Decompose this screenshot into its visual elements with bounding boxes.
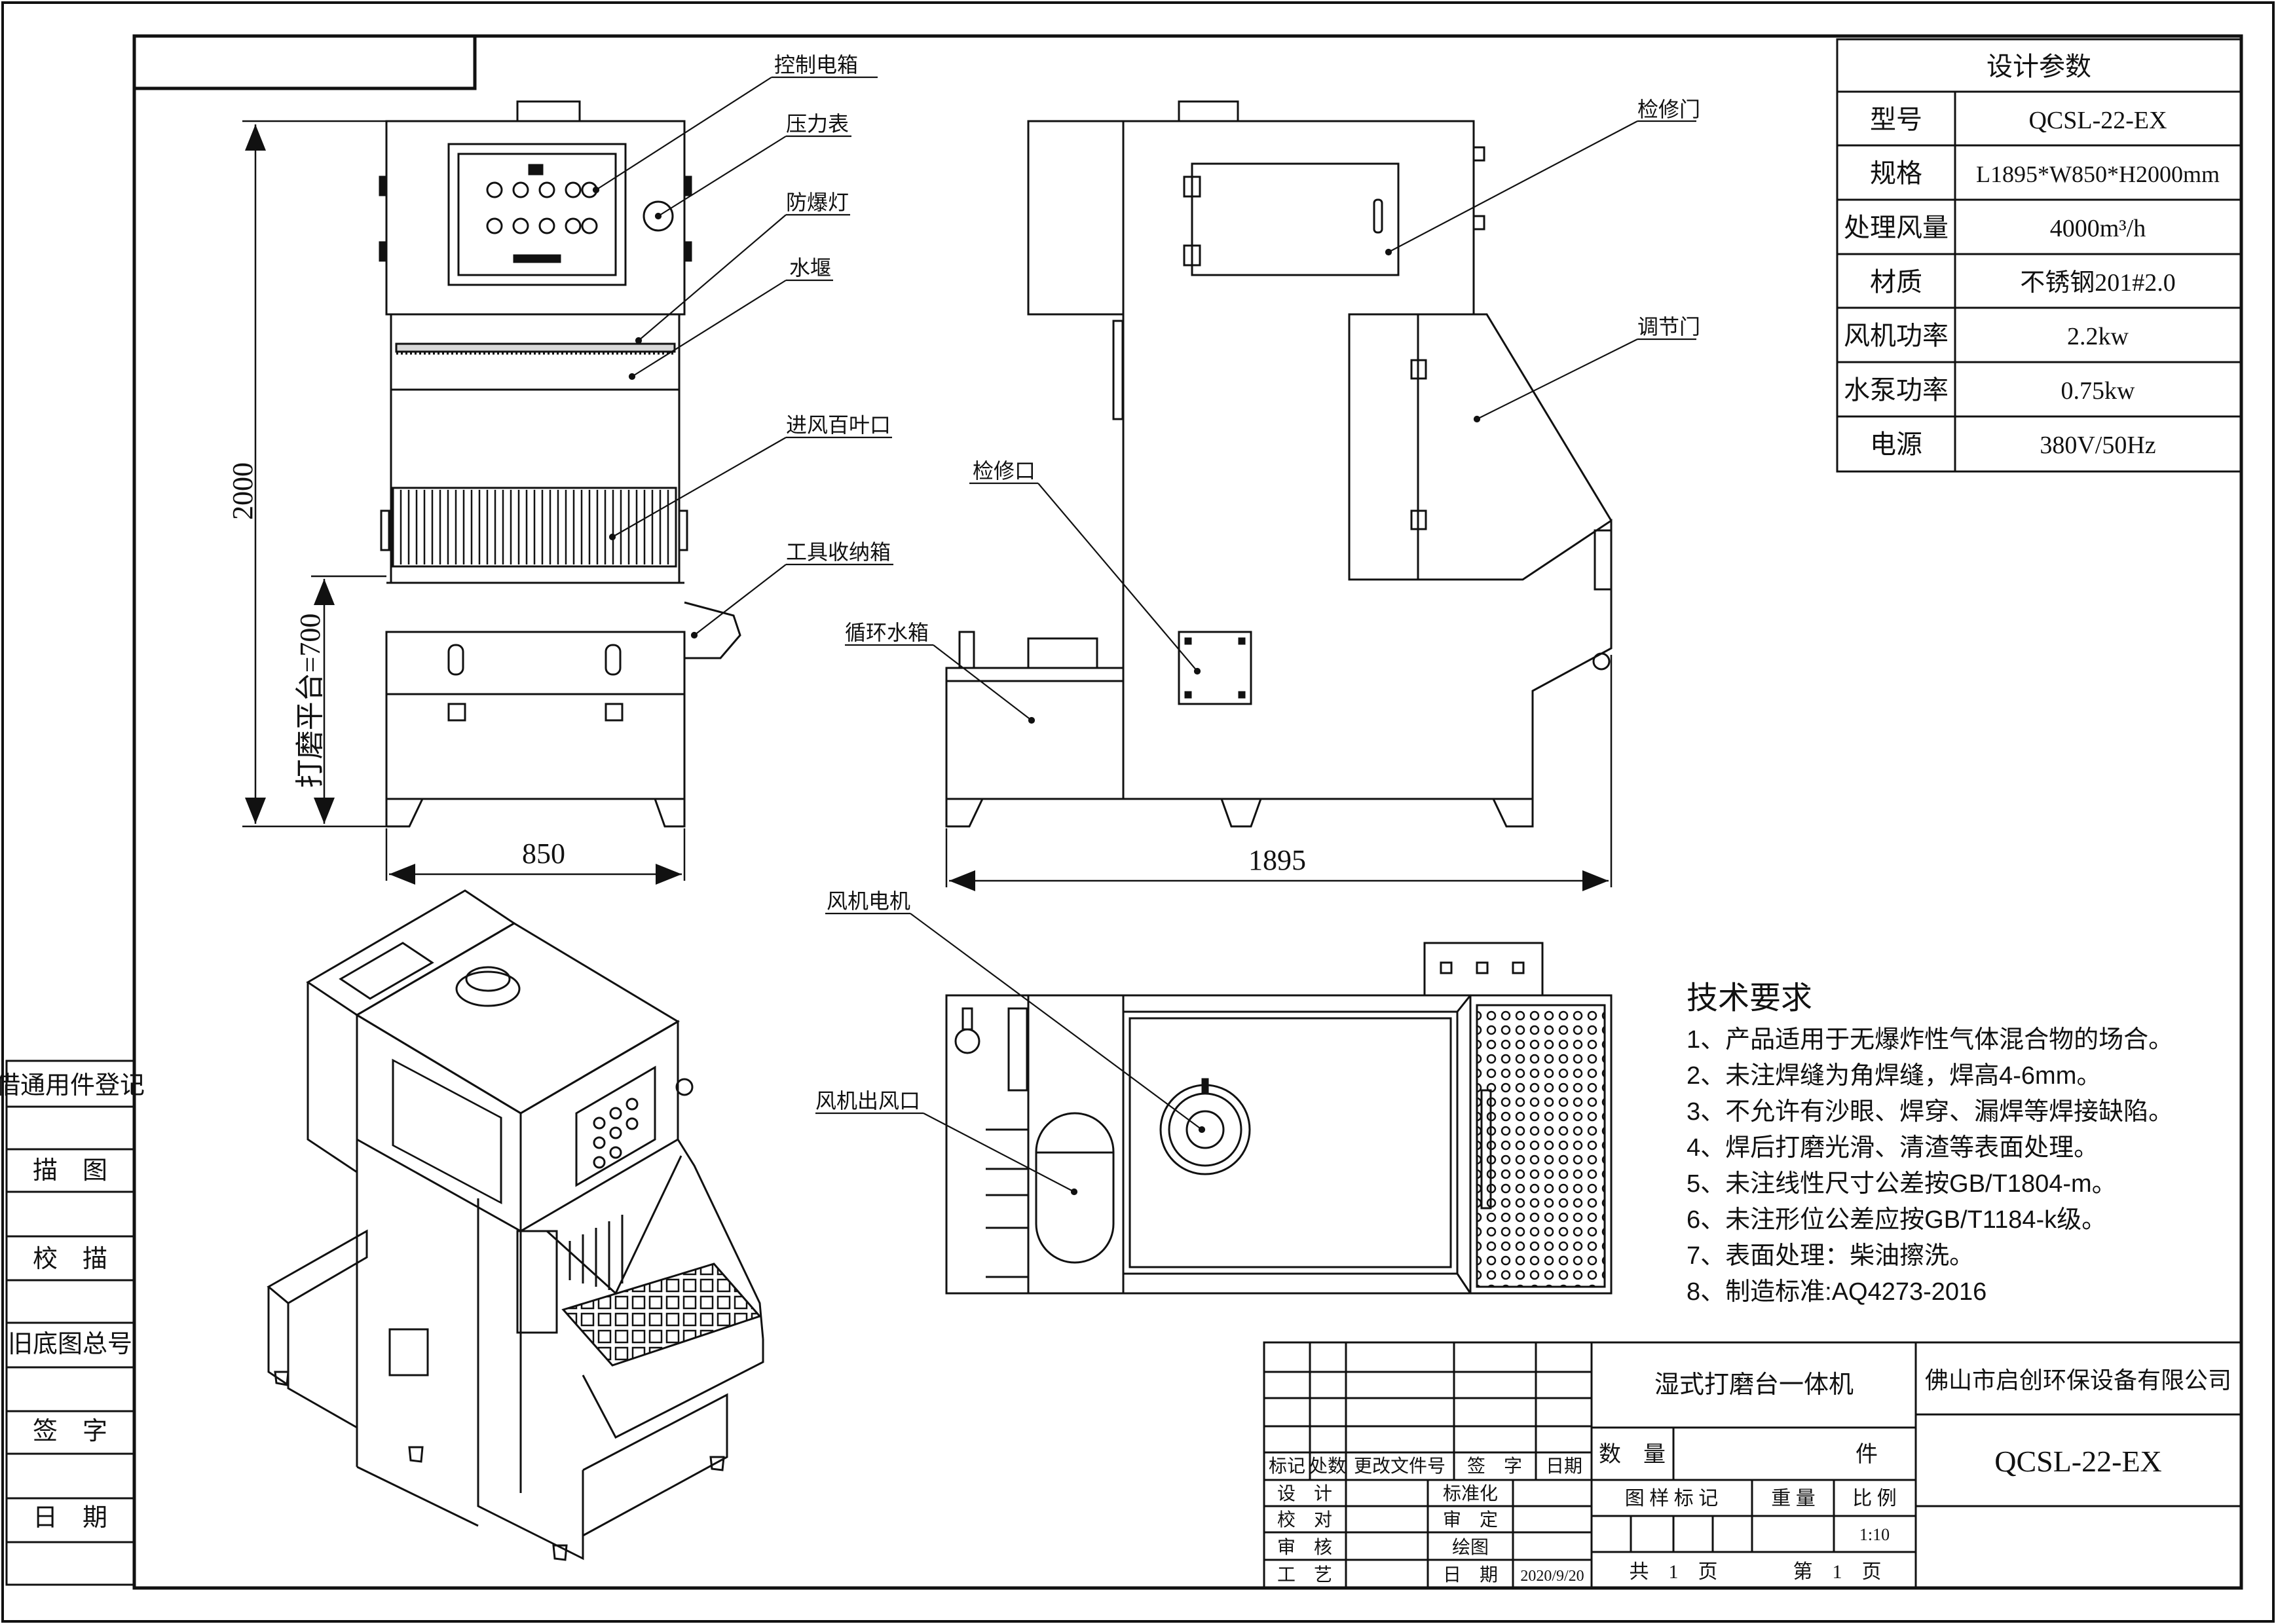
- side-dimensions: [945, 655, 1613, 891]
- param-value: QCSL-22-EX: [2028, 107, 2167, 134]
- tech-title: 技术要求: [1687, 981, 1812, 1016]
- param-key: 电源: [1870, 430, 1922, 459]
- tech-item: 5、未注线性尺寸公差按GB/T1804-m。: [1687, 1170, 2117, 1198]
- tech-item: 6、未注形位公差应按GB/T1184-k级。: [1687, 1206, 2106, 1234]
- quantity-label: 数 量: [1599, 1442, 1666, 1467]
- front-callout-lines: [592, 76, 893, 639]
- platform-dim: 打磨平台=700: [294, 614, 326, 788]
- top-view: [945, 942, 1613, 1295]
- param-value: 380V/50Hz: [2040, 432, 2155, 459]
- rev-header: 更改文件号: [1354, 1456, 1446, 1477]
- callout-adjust-door: 调节门: [1637, 315, 1700, 339]
- tech-item: 8、制造标准:AQ4273-2016: [1687, 1278, 1987, 1306]
- param-key: 处理风量: [1844, 213, 1949, 242]
- callout-water-tank: 循环水箱: [845, 621, 929, 644]
- param-key: 材质: [1870, 267, 1922, 297]
- sign-label: 日 期: [1443, 1565, 1498, 1585]
- strip-label: 签 字: [33, 1418, 107, 1445]
- callout-inspect-port: 检修口: [973, 459, 1035, 483]
- callout-inspect-door: 检修门: [1637, 98, 1700, 121]
- strip-label: 描 图: [33, 1157, 107, 1185]
- tech-item: 3、不允许有沙眼、焊穿、漏焊等焊接缺陷。: [1687, 1098, 2173, 1126]
- company-name: 佛山市启创环保设备有限公司: [1925, 1367, 2231, 1393]
- strip-label: 日 期: [33, 1504, 107, 1532]
- callout-pressure-gauge: 压力表: [786, 112, 849, 136]
- callout-explosion-light: 防爆灯: [786, 191, 849, 214]
- callout-tool-box: 工具收纳箱: [786, 540, 891, 564]
- front-width-dim: 850: [522, 838, 565, 870]
- sample-mark-label: 图 样 标 记: [1625, 1488, 1719, 1509]
- callout-inlet-louver: 进风百叶口: [786, 413, 891, 437]
- param-value: 2.2kw: [2067, 323, 2129, 350]
- top-callout-lines: [815, 912, 1206, 1196]
- params-table: [1836, 38, 2243, 473]
- title-block: [1263, 1341, 2243, 1589]
- sign-label: 审 核: [1277, 1537, 1332, 1558]
- total-sheets: 共 1 页: [1630, 1561, 1718, 1583]
- param-value: 4000m³/h: [2050, 215, 2146, 242]
- weight-label: 重 量: [1771, 1488, 1816, 1509]
- sign-label: 审 定: [1443, 1509, 1498, 1530]
- param-key: 规格: [1870, 158, 1922, 188]
- rev-header: 处数: [1309, 1456, 1346, 1477]
- strip-label: 校 描: [33, 1246, 107, 1273]
- sign-label: 校 对: [1277, 1509, 1332, 1530]
- front-dimensions: [242, 120, 686, 885]
- param-key: 风机功率: [1844, 321, 1949, 350]
- sign-label: 工 艺: [1277, 1564, 1332, 1585]
- tech-item: 7、表面处理：柴油擦洗。: [1687, 1242, 1974, 1270]
- callout-water-weir: 水堰: [789, 256, 831, 280]
- side-callout-lines: [845, 120, 1696, 724]
- piece-label: 件: [1856, 1443, 1878, 1467]
- param-value: 不锈钢201#2.0: [2020, 269, 2176, 297]
- sign-label: 标准化: [1443, 1483, 1498, 1504]
- rev-header: 日期: [1546, 1456, 1582, 1477]
- sign-label: 绘图: [1452, 1537, 1489, 1558]
- tech-item: 1、产品适用于无爆炸性气体混合物的场合。: [1687, 1026, 2173, 1054]
- tech-item: 4、焊后打磨光滑、清渣等表面处理。: [1687, 1134, 2099, 1162]
- rev-header: 签 字: [1467, 1456, 1522, 1477]
- rev-header: 标记: [1269, 1456, 1305, 1477]
- param-key: 型号: [1870, 105, 1922, 134]
- control-buttons: [486, 181, 598, 234]
- scale-value: 1:10: [1859, 1525, 1890, 1544]
- params-title: 设计参数: [1987, 52, 2091, 81]
- scale-label: 比 例: [1852, 1488, 1897, 1509]
- callout-fan-motor: 风机电机: [827, 889, 910, 913]
- param-value: L1895*W850*H2000mm: [1976, 161, 2220, 187]
- isometric-view: [267, 889, 764, 1561]
- product-name: 湿式打磨台一体机: [1654, 1371, 1854, 1399]
- drawing-date: 2020/9/20: [1520, 1568, 1584, 1585]
- height-dim: 2000: [227, 462, 259, 520]
- side-view: [945, 100, 1613, 828]
- param-value: 0.75kw: [2061, 377, 2136, 405]
- tech-item: 2、未注焊缝为角焊缝，焊高4-6mm。: [1687, 1062, 2101, 1090]
- strip-label: 旧底图总号: [8, 1331, 132, 1358]
- sheet-number: 第 1 页: [1793, 1561, 1882, 1583]
- side-length-dim: 1895: [1248, 844, 1306, 876]
- strip-label: 借通用件登记: [0, 1072, 145, 1099]
- front-view: [379, 100, 741, 828]
- left-strip: [5, 1060, 136, 1586]
- sign-label: 设 计: [1277, 1483, 1332, 1504]
- callout-fan-outlet: 风机出风口: [815, 1089, 920, 1113]
- param-key: 水泵功率: [1844, 375, 1949, 405]
- drawing-number: QCSL-22-EX: [1994, 1445, 2162, 1478]
- callout-control-box: 控制电箱: [774, 53, 858, 77]
